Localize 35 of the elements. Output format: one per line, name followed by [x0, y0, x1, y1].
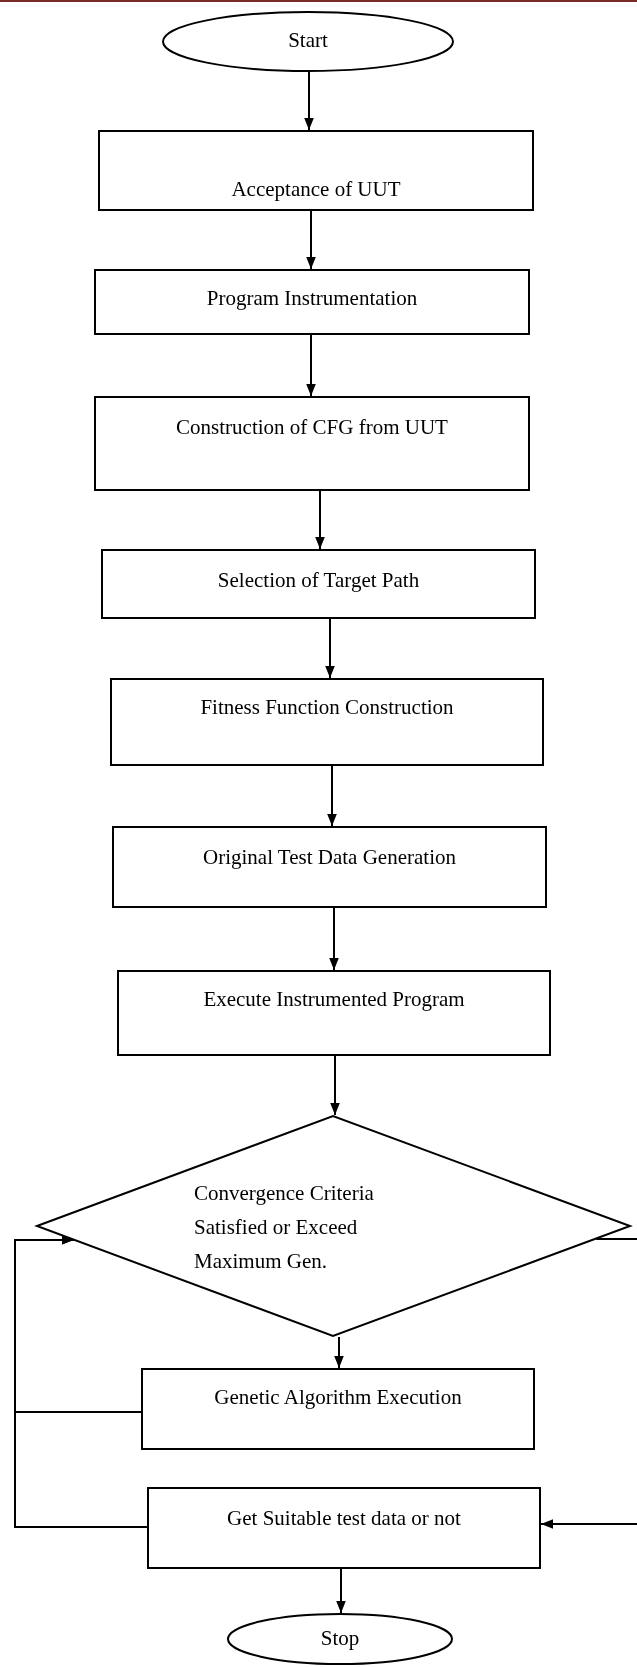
node-label: Stop — [319, 1625, 361, 1652]
process-box — [98, 130, 534, 211]
process-box — [141, 1368, 535, 1450]
node-label: Execute Instrumented Program — [202, 986, 466, 1013]
process-box — [94, 269, 530, 335]
arrow — [330, 1055, 340, 1116]
arrow — [329, 907, 339, 971]
terminal-ellipse — [227, 1613, 453, 1665]
arrow — [540, 1238, 637, 1529]
process-box — [147, 1487, 541, 1569]
process-box — [101, 549, 536, 619]
arrow — [306, 210, 316, 270]
arrow — [336, 1568, 346, 1614]
arrow — [304, 71, 314, 131]
arrow — [315, 490, 325, 550]
arrow — [325, 618, 335, 679]
node-label: Construction of CFG from UUT — [175, 414, 449, 441]
node-label: Start — [287, 27, 329, 54]
process-box — [117, 970, 551, 1056]
node-label: Original Test Data Generation — [202, 844, 457, 871]
arrow — [306, 334, 316, 397]
node-label: Genetic Algorithm Execution — [213, 1384, 463, 1411]
process-box — [94, 396, 530, 491]
node-label: Fitness Function Construction — [199, 694, 455, 721]
process-box — [110, 678, 544, 766]
node-label: Selection of Target Path — [216, 567, 421, 594]
arrow — [327, 765, 337, 827]
node-label: Get Suitable test data or not — [226, 1505, 462, 1532]
node-label: Program Instrumentation — [205, 285, 419, 312]
decision-diamond — [36, 1115, 631, 1337]
terminal-ellipse — [162, 11, 454, 72]
node-label: Acceptance of UUT — [230, 176, 402, 203]
process-box — [112, 826, 547, 908]
node-label: Convergence Criteria Satisfied or Exceed Maximum Gen. — [194, 1180, 375, 1275]
arrow — [334, 1336, 344, 1369]
